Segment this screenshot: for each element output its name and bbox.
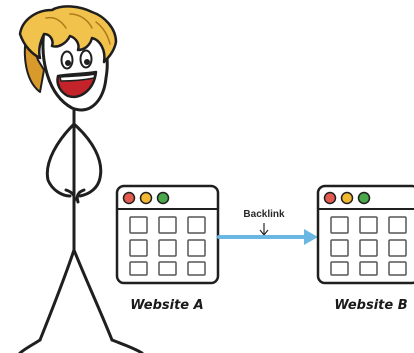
left-pupil <box>65 60 71 66</box>
left-leg <box>38 248 76 342</box>
right-leg <box>72 248 114 342</box>
right-foot <box>110 338 144 353</box>
minimize-dot-icon <box>139 191 153 205</box>
content-grid <box>330 216 407 276</box>
close-dot-icon <box>323 191 337 205</box>
right-hand <box>75 188 86 204</box>
right-pupil <box>84 59 90 65</box>
hair-strands <box>45 13 111 45</box>
arrow-right-icon <box>217 229 318 245</box>
maximize-dot-icon <box>156 191 170 205</box>
minimize-dot-icon <box>340 191 354 205</box>
arrow-down-icon <box>259 223 269 236</box>
left-arm <box>45 122 76 198</box>
website-a-window: Website A <box>115 184 220 313</box>
website-b-label: Website B <box>334 298 407 313</box>
maximize-dot-icon <box>357 191 371 205</box>
content-grid <box>129 216 206 276</box>
right-arm <box>72 122 103 198</box>
left-eye <box>60 50 74 70</box>
left-hand <box>64 188 76 204</box>
teeth <box>59 73 96 82</box>
browser-window-icon <box>316 184 414 285</box>
website-b-window: Website B <box>316 184 414 313</box>
website-a-label: Website A <box>130 298 203 313</box>
hair <box>18 5 118 64</box>
close-dot-icon <box>122 191 136 205</box>
left-foot <box>18 338 42 353</box>
right-eye <box>79 49 93 69</box>
backlink-connector: Backlink <box>217 209 318 245</box>
browser-window-icon <box>115 184 220 285</box>
backlink-label: Backlink <box>243 209 285 220</box>
stick-figure-illustration <box>18 5 144 353</box>
